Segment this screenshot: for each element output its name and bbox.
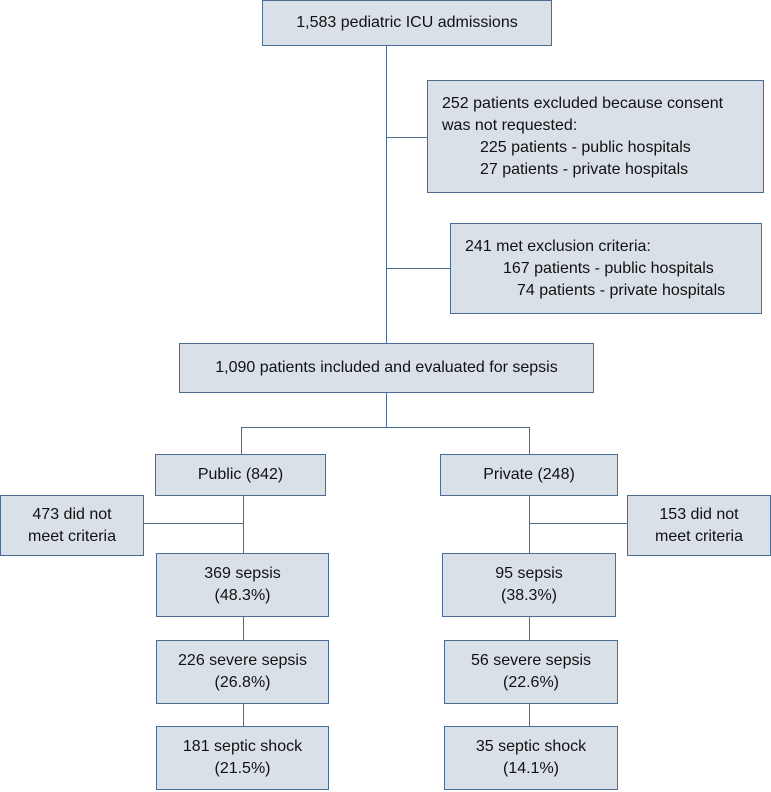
box-private-not-met: 153 did not meet criteria [627,495,771,556]
connector-private-sepsis-severe [529,616,531,641]
connector-branch [241,427,530,429]
connector-public-sepsis-severe [243,616,245,641]
connector-public-severe-shock [243,703,245,727]
included-text: 1,090 patients included and evaluated fo… [215,359,558,376]
box-public-not-met: 473 did not meet criteria [0,495,144,556]
public-not-met-line1: 473 did not [32,505,112,523]
private-sepsis-line1: 95 sepsis [495,565,563,582]
public-sepsis-line1: 369 sepsis [204,565,281,582]
public-shock-line2: (21.5%) [214,760,271,777]
admissions-text: 1,583 pediatric ICU admissions [296,14,518,31]
box-admissions: 1,583 pediatric ICU admissions [262,0,552,46]
box-private-severe: 56 severe sepsis (22.6%) [444,640,618,704]
connector-private-down [529,427,531,455]
box-public-sepsis: 369 sepsis (48.3%) [156,553,329,617]
box-private-shock: 35 septic shock (14.1%) [444,726,618,790]
exclusion1-line2: was not requested: [442,116,578,134]
box-exclusion-consent: 252 patients excluded because consent wa… [427,80,764,193]
box-private: Private (248) [440,454,618,496]
box-public: Public (842) [155,454,326,496]
private-not-met-line2: meet criteria [654,527,744,545]
exclusion2-line1: 241 met exclusion criteria: [465,237,651,255]
connector-exclusion2 [386,268,451,270]
connector-public-not-met [143,523,243,525]
connector-private-severe-shock [529,703,531,727]
connector-private-not-met [529,523,628,525]
connector-exclusion1 [386,137,428,139]
box-public-shock: 181 septic shock (21.5%) [156,726,329,790]
exclusion2-line3: 74 patients - private hospitals [517,281,726,299]
public-sepsis-line2: (48.3%) [214,587,271,604]
private-severe-line1: 56 severe sepsis [470,652,592,669]
box-included: 1,090 patients included and evaluated fo… [179,343,594,393]
private-title: Private (248) [483,466,575,483]
connector-public-to-sepsis [243,495,245,554]
box-public-severe: 226 severe sepsis (26.8%) [156,640,329,704]
public-severe-line2: (26.8%) [214,674,271,691]
private-sepsis-line2: (38.3%) [500,587,558,604]
private-not-met-line1: 153 did not [659,505,739,523]
connector-public-down [241,427,243,455]
exclusion2-line2: 167 patients - public hospitals [503,259,714,277]
connector-included-down [386,392,388,427]
public-not-met-line2: meet criteria [27,527,117,545]
private-shock-line1: 35 septic shock [475,738,587,755]
exclusion1-line1: 252 patients excluded because consent [442,94,724,112]
exclusion1-line3: 225 patients - public hospitals [480,138,691,156]
box-private-sepsis: 95 sepsis (38.3%) [442,553,616,617]
box-exclusion-criteria: 241 met exclusion criteria: 167 patients… [450,223,762,314]
exclusion1-line4: 27 patients - private hospitals [480,160,689,178]
private-severe-line2: (22.6%) [502,674,560,691]
connector-main-vertical [386,45,388,344]
public-shock-line1: 181 septic shock [182,738,303,755]
connector-private-to-sepsis [529,495,531,554]
public-severe-line1: 226 severe sepsis [178,652,307,669]
public-title: Public (842) [197,466,284,483]
private-shock-line2: (14.1%) [502,760,560,777]
